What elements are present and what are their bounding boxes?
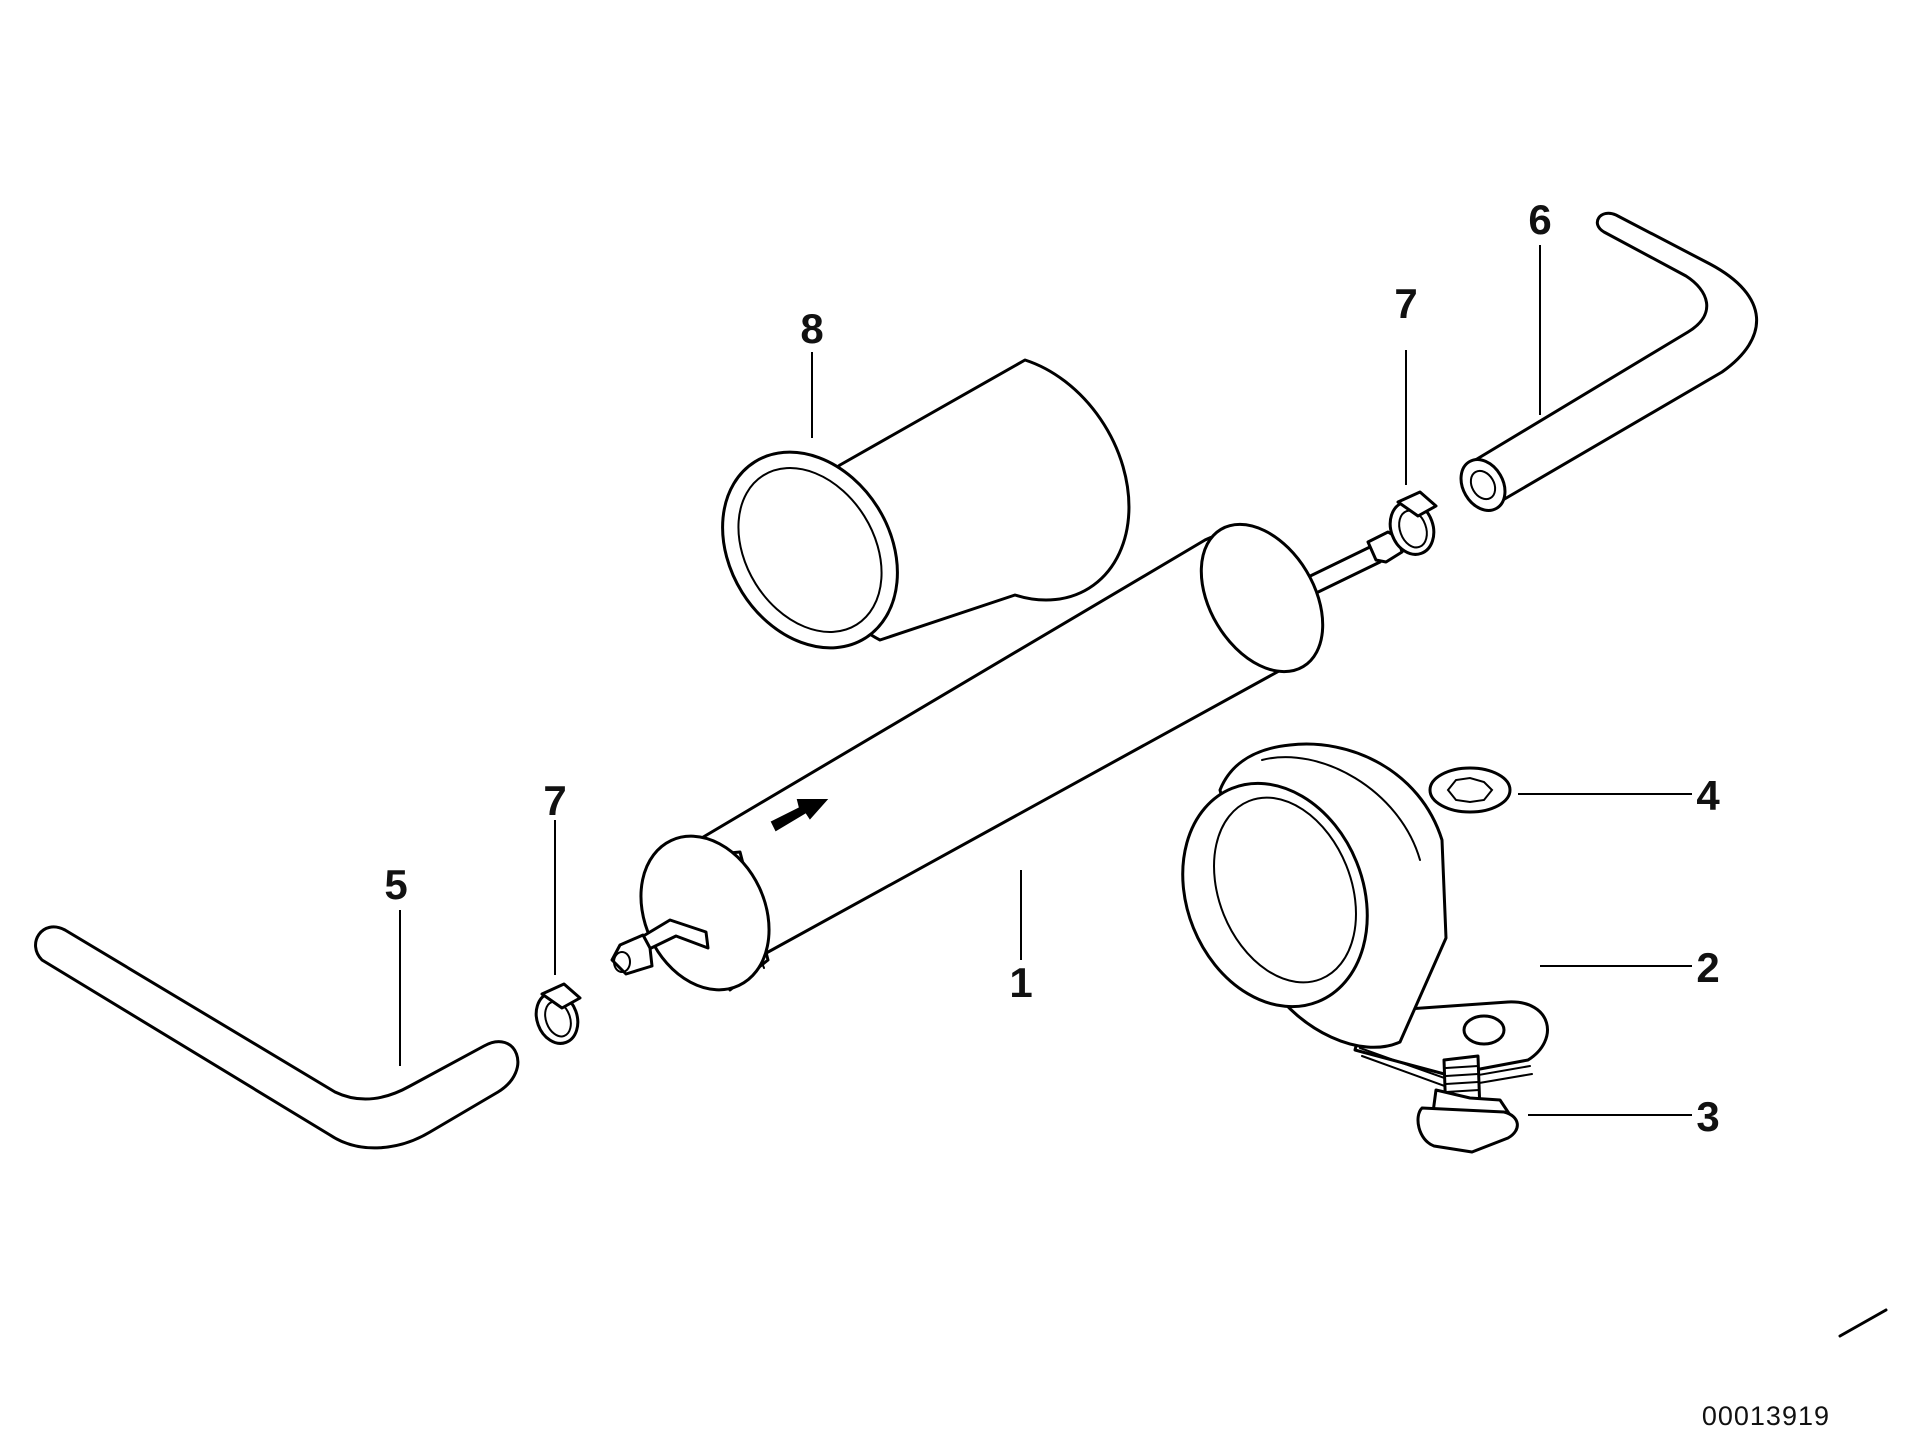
hose-clamp-outlet[interactable] — [1383, 490, 1441, 561]
callout-8: 8 — [800, 305, 823, 352]
leader-lines — [399, 245, 1692, 1116]
lock-washer[interactable] — [1428, 766, 1512, 814]
hex-bolt[interactable] — [1416, 1054, 1519, 1154]
callout-5: 5 — [384, 861, 407, 908]
rubber-sleeve[interactable] — [687, 358, 1131, 681]
fuel-hose-outlet[interactable] — [1452, 211, 1759, 518]
flow-arrow-icon — [770, 799, 829, 832]
callout-7-outlet: 7 — [1394, 280, 1417, 327]
corner-mark — [1838, 1308, 1888, 1338]
callout-3: 3 — [1696, 1093, 1719, 1140]
callout-6: 6 — [1528, 196, 1551, 243]
fuel-filter[interactable] — [610, 503, 1404, 1011]
callout-7-inlet: 7 — [543, 777, 566, 824]
callout-2: 2 — [1696, 944, 1719, 991]
hose-clamp-inlet[interactable] — [529, 982, 584, 1049]
drawing-number: 00013919 — [1702, 1401, 1830, 1431]
filter-holder[interactable] — [1150, 742, 1549, 1090]
fuel-hose-inlet[interactable] — [34, 925, 520, 1150]
callout-4: 4 — [1696, 772, 1720, 819]
callout-1: 1 — [1009, 959, 1032, 1006]
